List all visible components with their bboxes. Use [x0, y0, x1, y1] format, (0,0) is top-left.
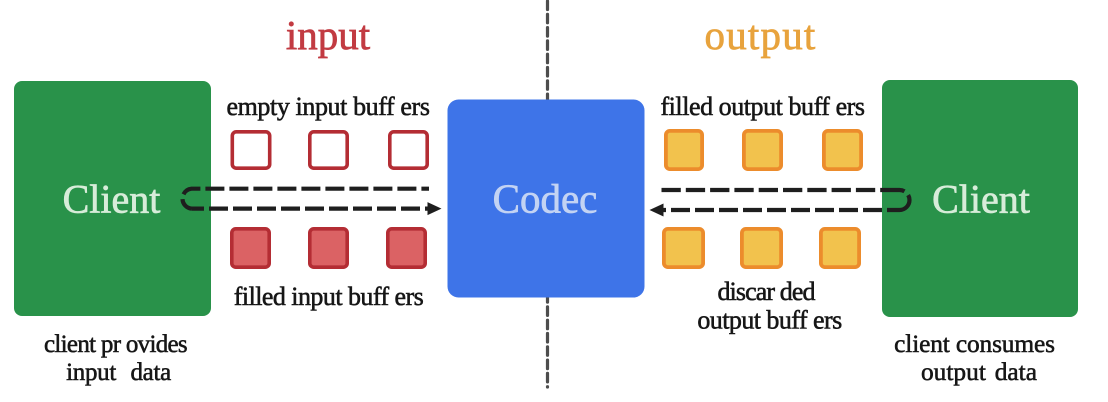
svg-text:output buff ers: output buff ers: [697, 306, 842, 335]
svg-text:client consumes: client consumes: [894, 330, 1055, 358]
svg-text:filled input buff ers: filled input buff ers: [234, 282, 424, 311]
svg-text:discar ded: discar ded: [717, 277, 815, 306]
svg-text:Client: Client: [932, 177, 1030, 222]
svg-text:Client: Client: [63, 177, 161, 222]
svg-text:input: input: [286, 12, 371, 58]
svg-text:output: output: [705, 12, 817, 58]
svg-text:client pr ovides: client pr ovides: [44, 331, 187, 358]
svg-text:filled output buff ers: filled output buff ers: [660, 92, 864, 121]
svg-text:Codec: Codec: [493, 176, 598, 222]
svg-text:input data: input data: [66, 359, 171, 386]
svg-text:empty input buff ers: empty input buff ers: [226, 92, 429, 121]
svg-text:output data: output data: [921, 358, 1037, 386]
